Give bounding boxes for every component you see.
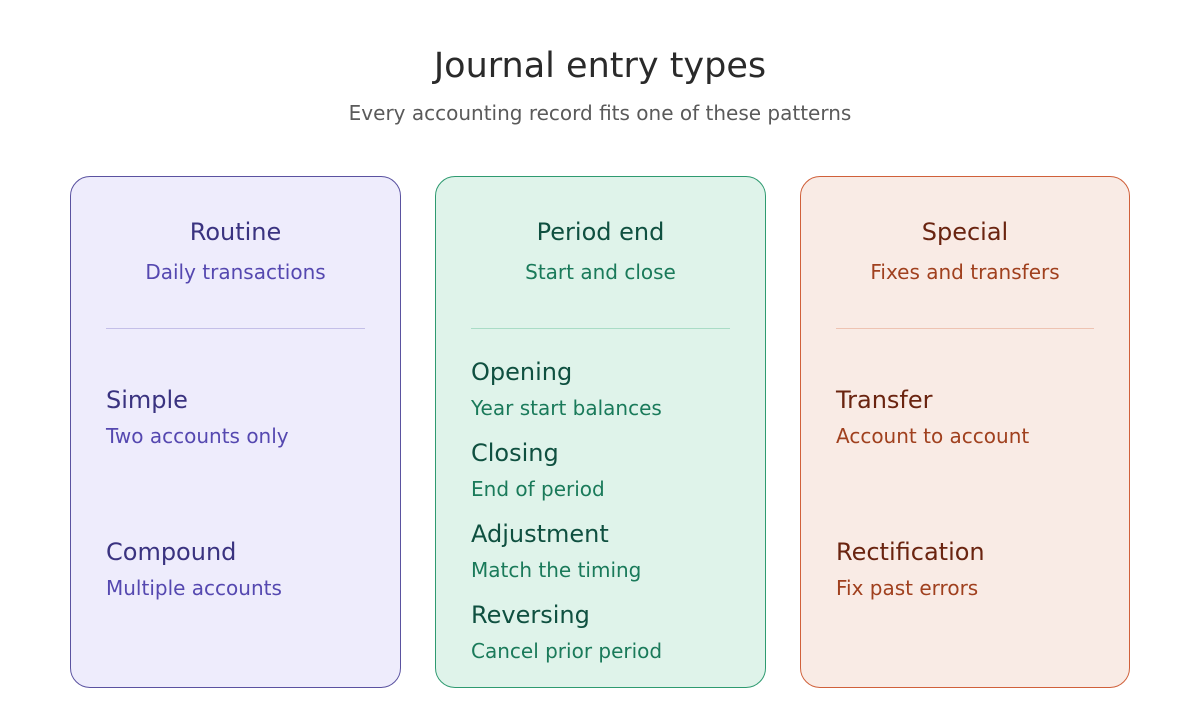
entry-type-title: Opening xyxy=(471,358,573,386)
entry-type-title: Adjustment xyxy=(471,520,609,548)
entry-type-title: Reversing xyxy=(471,601,590,629)
entry-type-description: Fix past errors xyxy=(836,576,979,600)
entry-type-description: Multiple accounts xyxy=(106,576,282,600)
entry-type-title: Simple xyxy=(106,386,188,414)
entry-type-description: Account to account xyxy=(836,424,1030,448)
entry-type-title: Compound xyxy=(106,538,237,566)
card-period-end: Period end Start and close Opening Year … xyxy=(435,176,766,688)
entry-type-closing: Closing End of period xyxy=(471,438,745,502)
entry-type-adjustment: Adjustment Match the timing xyxy=(471,519,745,583)
card-title: Period end xyxy=(536,218,665,246)
card-divider xyxy=(836,328,1094,329)
entry-type-reversing: Reversing Cancel prior period xyxy=(471,600,745,664)
page-subtitle: Every accounting record fits one of thes… xyxy=(348,101,852,125)
entry-type-opening: Opening Year start balances xyxy=(471,357,745,421)
entry-type-title: Rectification xyxy=(836,538,985,566)
card-routine: Routine Daily transactions Simple Two ac… xyxy=(70,176,401,688)
entry-type-title: Closing xyxy=(471,439,559,467)
card-subtitle: Daily transactions xyxy=(145,260,326,284)
entry-type-simple: Simple Two accounts only xyxy=(106,385,380,449)
card-special: Special Fixes and transfers Transfer Acc… xyxy=(800,176,1130,688)
entry-type-compound: Compound Multiple accounts xyxy=(106,537,380,601)
card-divider xyxy=(471,328,730,329)
entry-type-description: Cancel prior period xyxy=(471,639,663,663)
page-title: Journal entry types xyxy=(433,46,767,86)
entry-type-rectification: Rectification Fix past errors xyxy=(836,537,1109,601)
entry-type-description: Year start balances xyxy=(471,396,662,420)
card-divider xyxy=(106,328,365,329)
card-title: Special xyxy=(921,218,1009,246)
entry-type-description: End of period xyxy=(471,477,605,501)
card-subtitle: Start and close xyxy=(525,260,676,284)
card-title: Routine xyxy=(189,218,282,246)
entry-type-description: Two accounts only xyxy=(106,424,289,448)
entry-type-title: Transfer xyxy=(836,386,933,414)
card-subtitle: Fixes and transfers xyxy=(870,260,1060,284)
entry-type-transfer: Transfer Account to account xyxy=(836,385,1109,449)
entry-type-description: Match the timing xyxy=(471,558,642,582)
